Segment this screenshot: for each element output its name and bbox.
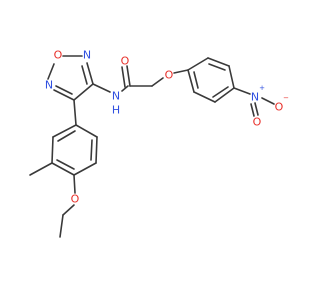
bond-ring-ethoxy-o <box>73 174 76 194</box>
atom-nitro-n-charge: + <box>259 84 265 92</box>
bond-ar-3-4 <box>73 162 97 176</box>
bond-nitro-n-o-right <box>261 97 275 105</box>
bond-carbonyl-c-o-double <box>121 66 126 88</box>
bond-ether-o-ring <box>173 69 189 74</box>
bond-ar-5-6 <box>51 136 54 164</box>
bond-ethoxy-ch2-ch3 <box>59 214 64 238</box>
atom-oxadiazole-o: O <box>54 49 63 62</box>
bond-c4-aryl <box>73 99 77 126</box>
bond-ar-1-2 <box>75 124 98 138</box>
bond-ar-4-5 <box>51 162 75 176</box>
atom-oxadiazole-n-top: N <box>83 49 91 62</box>
bond-ethoxy-o-ch2 <box>62 204 75 216</box>
bond-np-3-4 <box>228 65 235 89</box>
bond-ch2-ether-o <box>151 77 164 87</box>
bond-ring-o-n-left <box>47 63 55 80</box>
atom-carbonyl-o: O <box>121 55 130 68</box>
bond-carbonyl-c-o <box>126 65 131 87</box>
atom-nitro-n: N <box>251 91 259 104</box>
atom-amide-n: N <box>112 90 120 103</box>
bond-np-6-1-double <box>193 71 199 89</box>
bonds <box>29 55 275 238</box>
bond-ring-c4-n-left-double <box>55 85 73 95</box>
atom-nitro-o-right-charge: − <box>283 94 289 102</box>
atom-oxadiazole-n-left: N <box>45 79 53 92</box>
bond-c3-nh <box>92 83 111 93</box>
bond-np-2-3 <box>207 57 230 67</box>
bond-ar-6-1-double <box>57 130 76 142</box>
bond-np-1-2 <box>187 57 209 71</box>
bond-nitro-n-o-down-double <box>250 103 255 117</box>
bond-ar-2-3 <box>95 136 98 164</box>
atom-amide-h: H <box>112 104 120 117</box>
bond-np-4-5 <box>214 87 235 103</box>
bond-methyl <box>29 162 53 176</box>
bond-ar-4-5-double <box>56 159 75 170</box>
bond-ring-n-top-c3-double <box>81 65 88 85</box>
bond-ring-nitro-n <box>233 87 251 95</box>
atom-ethoxy-o: O <box>71 193 80 206</box>
bond-ar-2-3-double <box>90 139 93 161</box>
atom-labels: O N N N H O O N + O − O O <box>45 49 289 206</box>
bond-nitro-n-o-down <box>254 102 259 116</box>
bond-np-6-1 <box>187 69 195 93</box>
bond-ring-c4-n-left <box>53 89 75 101</box>
bond-np-5-6 <box>193 91 216 103</box>
molecule-structure: O N N N H O O N + O − O O <box>29 49 289 238</box>
bond-ar-6-1 <box>52 124 77 138</box>
atom-nitro-o-down: O <box>253 116 262 129</box>
atom-ether-o: O <box>165 69 174 82</box>
bond-np-4-5-double <box>212 86 229 98</box>
bond-np-2-3-double <box>208 63 226 71</box>
bond-nh-carbonyl-c <box>121 85 129 92</box>
bond-ring-c3-c4 <box>73 83 94 101</box>
atom-nitro-o-right: O <box>275 101 284 114</box>
bond-ring-n-top-c3 <box>86 62 94 85</box>
